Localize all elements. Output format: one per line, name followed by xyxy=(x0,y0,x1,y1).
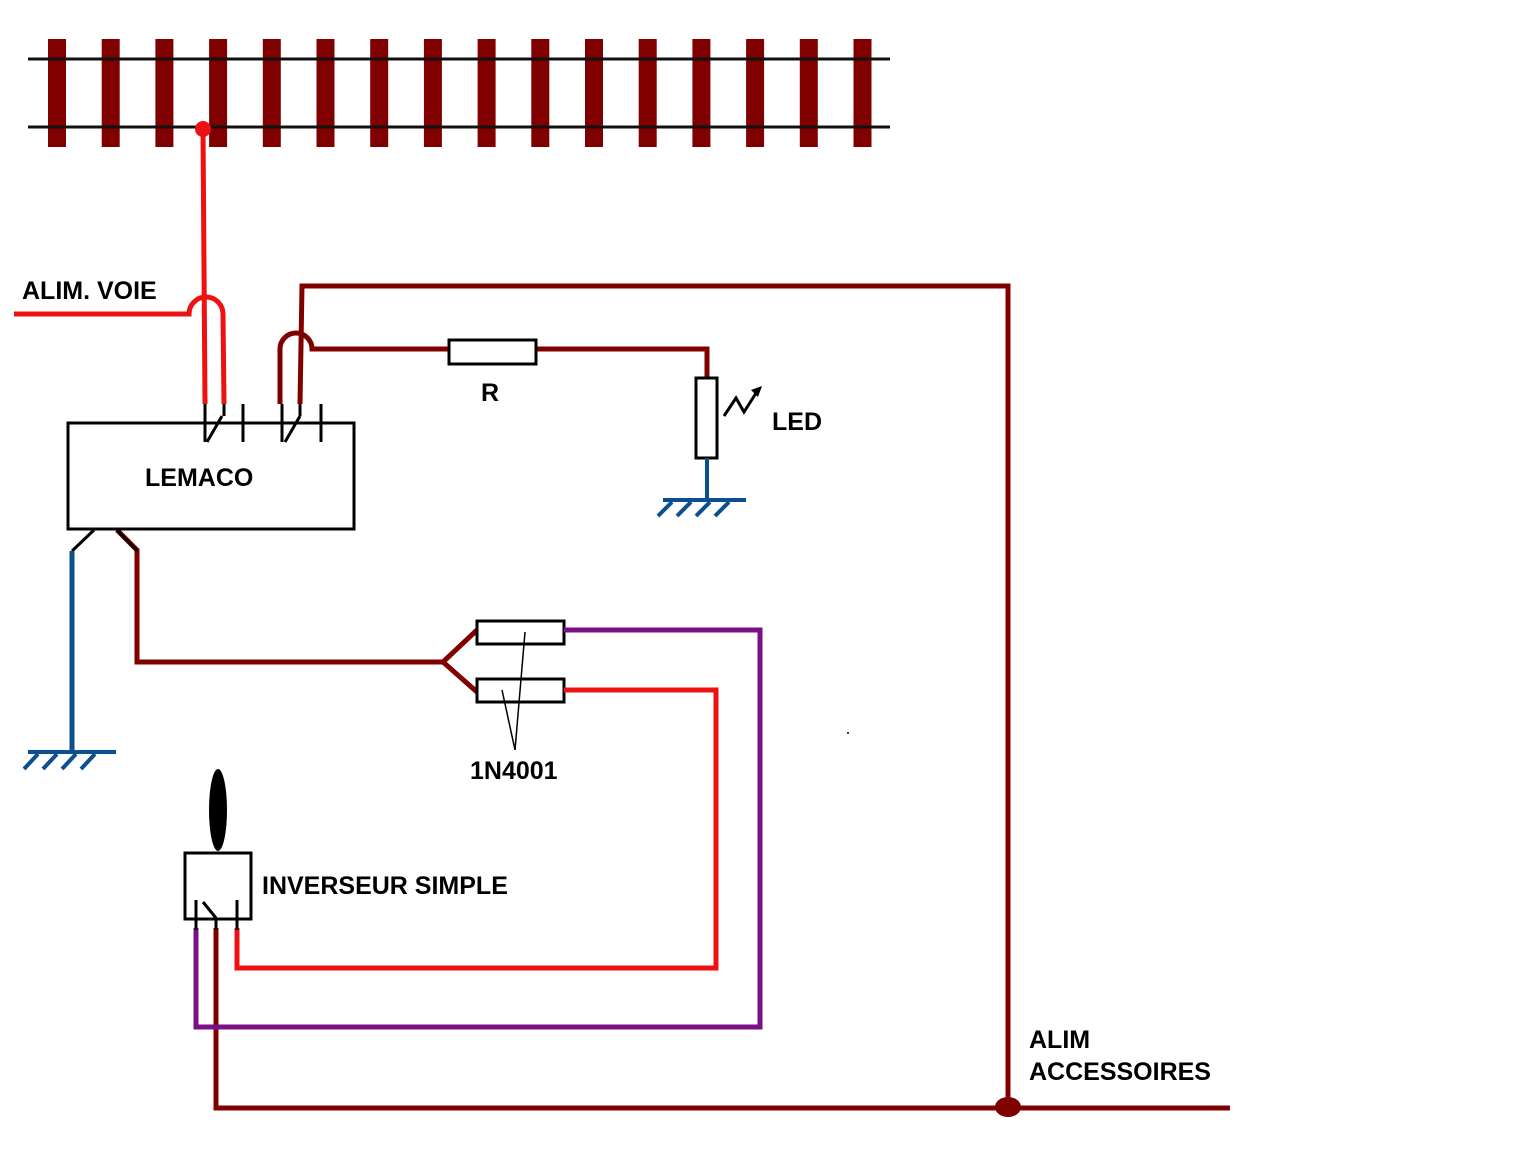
track-sleeper xyxy=(423,39,442,147)
diodes-label: 1N4001 xyxy=(470,757,558,785)
track-sleeper xyxy=(585,39,603,147)
track-sleeper xyxy=(853,39,872,147)
alim-accessoires-label-line2: ACCESSOIRES xyxy=(1029,1058,1211,1086)
track-sleeper xyxy=(316,39,335,147)
track-sleeper xyxy=(531,39,550,147)
led-arrowhead-icon xyxy=(751,386,762,397)
switch-label: INVERSEUR SIMPLE xyxy=(262,872,508,900)
accessory-loop-wire xyxy=(297,283,1011,1108)
track-sleeper xyxy=(262,39,281,147)
toggle-switch: INVERSEUR SIMPLE xyxy=(183,769,508,930)
diode-fork-wire xyxy=(439,628,479,694)
diode-pair: 1N4001 xyxy=(470,619,566,785)
track-sleeper xyxy=(370,39,389,147)
track-sleeper xyxy=(692,39,711,147)
switch-lever-icon xyxy=(209,769,227,851)
resistor-feed-wire xyxy=(277,330,449,404)
led-label: LED xyxy=(772,408,822,436)
track-sleeper xyxy=(638,39,657,147)
alim-accessoires-label-line1: ALIM xyxy=(1029,1026,1090,1054)
led: LED xyxy=(656,376,822,518)
lemaco-to-diode-wire xyxy=(115,528,443,665)
rail-connection-dot xyxy=(195,121,211,137)
resistor-symbol-icon xyxy=(447,338,538,366)
lemaco-ground xyxy=(22,551,116,771)
diode-callout-lower xyxy=(501,689,516,751)
track-sleeper xyxy=(477,39,496,147)
switch-blade xyxy=(201,901,218,919)
diode-callout-upper xyxy=(514,631,526,751)
resistor: R xyxy=(447,338,538,407)
supply-junction-dot xyxy=(995,1097,1021,1117)
track-feed-wiring xyxy=(14,121,227,405)
accessory-supply-wiring xyxy=(115,283,1230,1117)
rail-feed-wire xyxy=(200,128,208,405)
led-emission-arrow-icon xyxy=(722,389,760,417)
led-ground-icon xyxy=(656,498,746,518)
track-sleeper xyxy=(799,39,818,147)
lemaco-ground-lead xyxy=(70,528,96,553)
upper-diode-to-switch-wire xyxy=(193,627,763,1030)
alim-voie-label: ALIM. VOIE xyxy=(22,277,157,305)
track-sleeper xyxy=(209,39,228,147)
lemaco-coil-lead xyxy=(115,528,139,553)
track-sleeper xyxy=(48,39,66,147)
diode-upper-icon xyxy=(475,619,566,646)
track-sleeper xyxy=(101,39,120,147)
lemaco-module: LEMACO xyxy=(66,404,356,553)
lemaco-label: LEMACO xyxy=(145,464,253,492)
alim-voie-wire xyxy=(14,294,227,405)
track-sleepers xyxy=(48,39,872,147)
lower-diode-to-switch-wire xyxy=(234,687,719,971)
railway-track xyxy=(28,39,890,147)
led-symbol-icon xyxy=(694,376,719,460)
resistor-to-led-wire xyxy=(536,346,710,378)
alim-accessoires-bus xyxy=(213,928,1230,1111)
stray-dot xyxy=(847,732,849,734)
track-sleeper xyxy=(155,39,174,147)
resistor-label: R xyxy=(481,379,499,407)
track-sleeper xyxy=(746,39,765,147)
lemaco-contact-1 xyxy=(203,404,245,443)
lemaco-box xyxy=(66,421,356,531)
lemaco-contact-2 xyxy=(280,404,323,443)
main-ground-icon xyxy=(22,750,116,771)
